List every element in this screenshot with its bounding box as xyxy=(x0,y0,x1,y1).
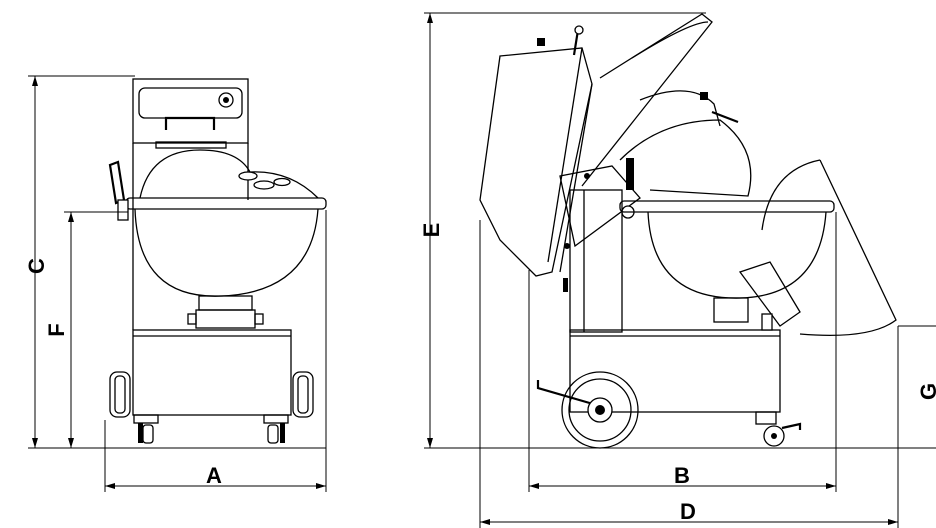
bowl-cover xyxy=(139,149,319,199)
label-a: A xyxy=(206,463,222,488)
label-f: F xyxy=(44,323,69,336)
side-view xyxy=(479,13,897,449)
tilt-arc xyxy=(799,159,897,336)
base-cabinet xyxy=(132,329,292,416)
base-cabinet-side xyxy=(569,329,781,413)
label-c: C xyxy=(24,258,49,274)
front-view xyxy=(108,78,327,444)
lift-handle xyxy=(164,116,216,130)
label-d: D xyxy=(680,499,696,524)
caster-side xyxy=(755,411,777,425)
control-box xyxy=(132,78,249,144)
label-e: E xyxy=(419,223,444,238)
bowl-side xyxy=(647,211,827,299)
label-b: B xyxy=(674,463,690,488)
side-lever xyxy=(626,158,634,190)
side-dimensions xyxy=(424,12,936,528)
front-dimensions xyxy=(28,75,327,492)
tilt-lever xyxy=(108,160,126,205)
bowl-rim xyxy=(125,197,327,210)
wheel-left xyxy=(109,371,131,418)
bowl xyxy=(134,208,319,297)
tilted-bowl xyxy=(619,119,752,197)
caster-left xyxy=(133,414,159,424)
bowl-rim-side xyxy=(619,200,835,213)
side-column xyxy=(569,189,623,333)
cart-handle xyxy=(536,380,601,408)
label-g: G xyxy=(916,383,936,400)
tilted-cover-panel xyxy=(479,47,593,277)
wheel-right xyxy=(292,371,314,418)
caster-right xyxy=(263,414,289,424)
cover-plate xyxy=(581,13,713,187)
